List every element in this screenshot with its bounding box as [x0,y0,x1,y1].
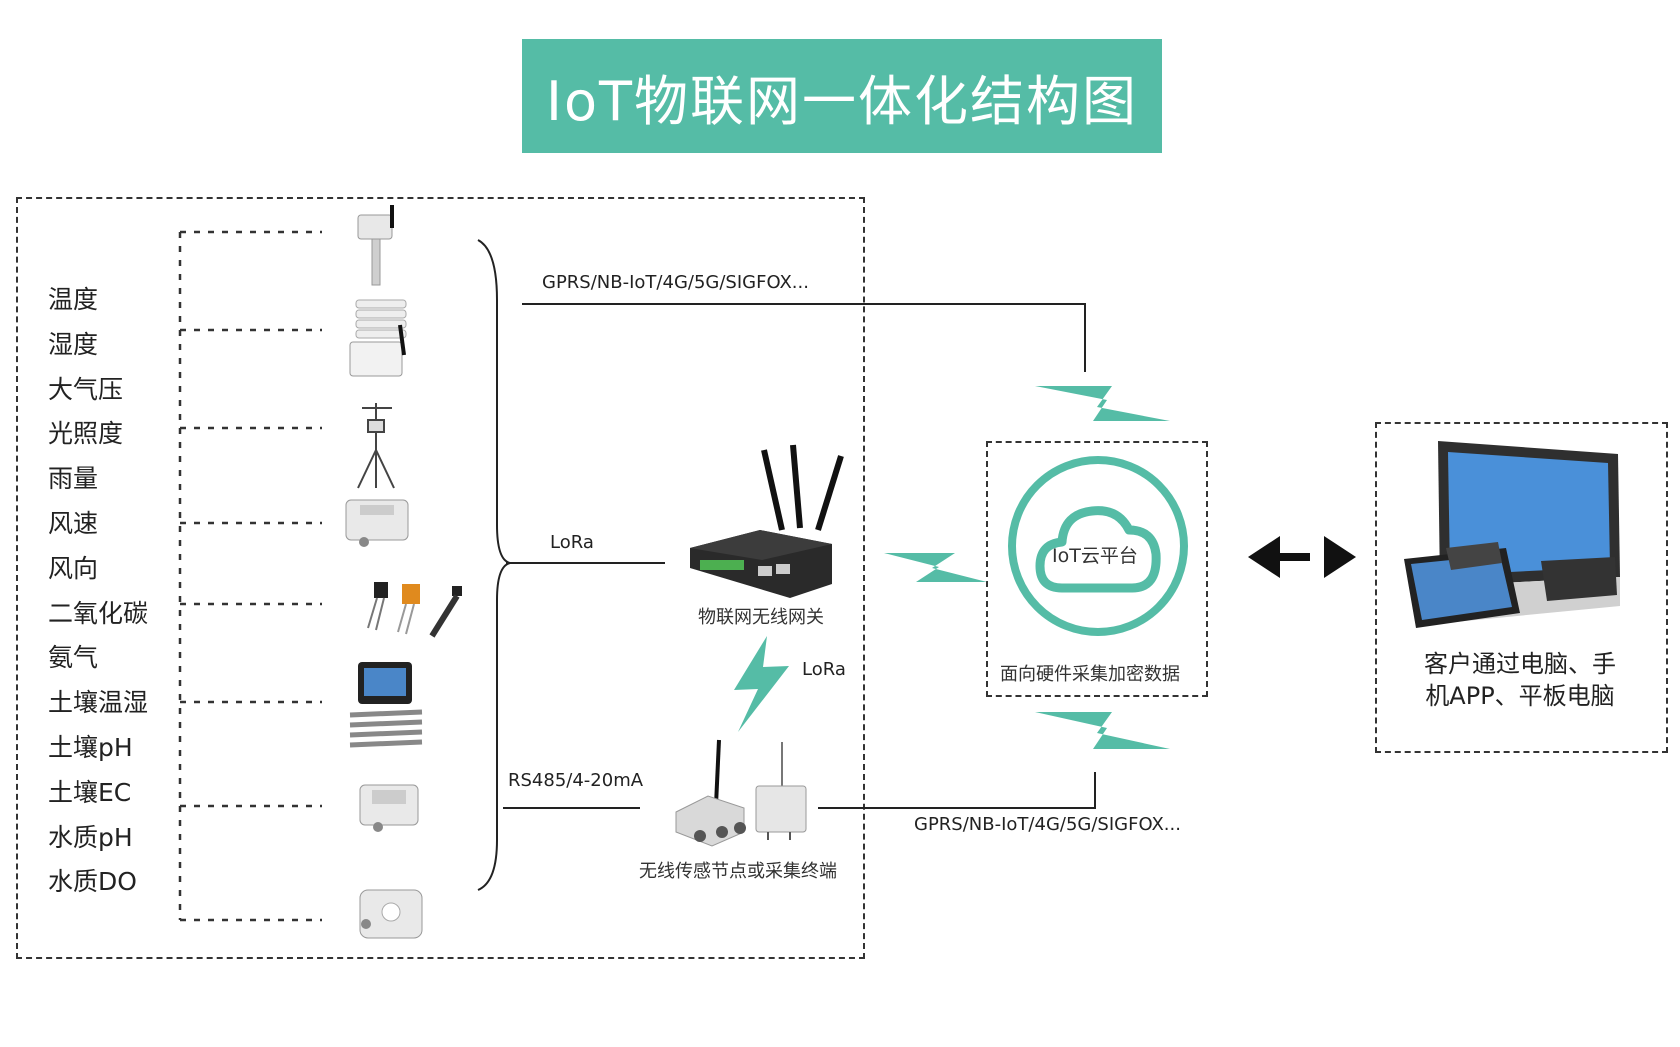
title-banner: IoT物联网一体化结构图 [522,39,1162,153]
lightning-bolts [734,386,1170,749]
parameter-item: 湿度 [48,329,99,359]
enclosure-sensor-icon [359,784,419,832]
lightning-icon [734,636,789,732]
cloud-platform-box [986,441,1208,697]
lightning-icon [1035,712,1170,749]
bidirectional-arrow-icon [1248,536,1356,578]
weather-shelter-icon [349,299,407,377]
cloud-platform-caption: 面向硬件采集加密数据 [1000,664,1180,685]
link-label-rs485: RS485/4-20mA [508,770,644,791]
cloud-platform-icon [1008,456,1188,636]
parameter-item: 水质DO [48,867,137,897]
cloud-platform-name: IoT云平台 [1052,545,1138,567]
lightning-icon [884,553,987,582]
gateway-caption: 物联网无线网关 [698,607,824,628]
temperature-humidity-sensor-icon [357,205,394,286]
sensor-group-box [16,197,865,959]
link-label-lora-vertical: LoRa [802,659,846,680]
sensor-devices [345,205,462,939]
parameter-item: 大气压 [48,374,124,404]
parameter-item: 土壤温湿 [48,688,149,718]
sensor-connector-tree [178,230,322,922]
client-line-2: 机APP、平板电脑 [1425,682,1615,710]
parameter-item: 二氧化碳 [48,598,149,628]
node-caption: 无线传感节点或采集终端 [639,861,837,882]
link-lines [503,303,1096,809]
weather-station-icon [357,403,395,489]
page-title: IoT物联网一体化结构图 [546,69,1138,133]
parameter-item: 水质pH [48,822,133,852]
link-label-top: GPRS/NB-IoT/4G/5G/SIGFOX... [542,272,809,293]
client-devices-icon [1404,441,1620,628]
parameter-item: 雨量 [48,464,99,494]
link-label-bottom: GPRS/NB-IoT/4G/5G/SIGFOX... [914,814,1181,835]
soil-probe-icon [367,582,462,638]
data-monitor-icon [349,662,423,748]
parameter-item: 风速 [48,508,99,538]
parameter-item: 土壤EC [48,777,132,807]
wireless-node-icon [675,739,807,847]
client-description: 客户通过电脑、手 机APP、平板电脑 [1380,648,1660,712]
lightning-icon [1035,386,1170,421]
enclosure-sensor-icon [359,889,423,939]
client-line-1: 客户通过电脑、手 [1424,650,1616,678]
parameter-list: 温度 湿度 大气压 光照度 雨量 风速 风向 二氧化碳 氨气 土壤温湿 土壤pH… [48,278,148,905]
link-label-lora-left: LoRa [550,532,594,553]
parameter-item: 氨气 [48,643,99,673]
parameter-item: 风向 [48,553,99,583]
parameter-item: 温度 [48,285,99,314]
parameter-item: 土壤pH [48,732,133,762]
gateway-device-icon [690,444,844,598]
client-box [1375,422,1668,753]
enclosure-sensor-icon [345,499,409,547]
sensor-brace [477,239,511,891]
parameter-item: 光照度 [48,419,124,449]
